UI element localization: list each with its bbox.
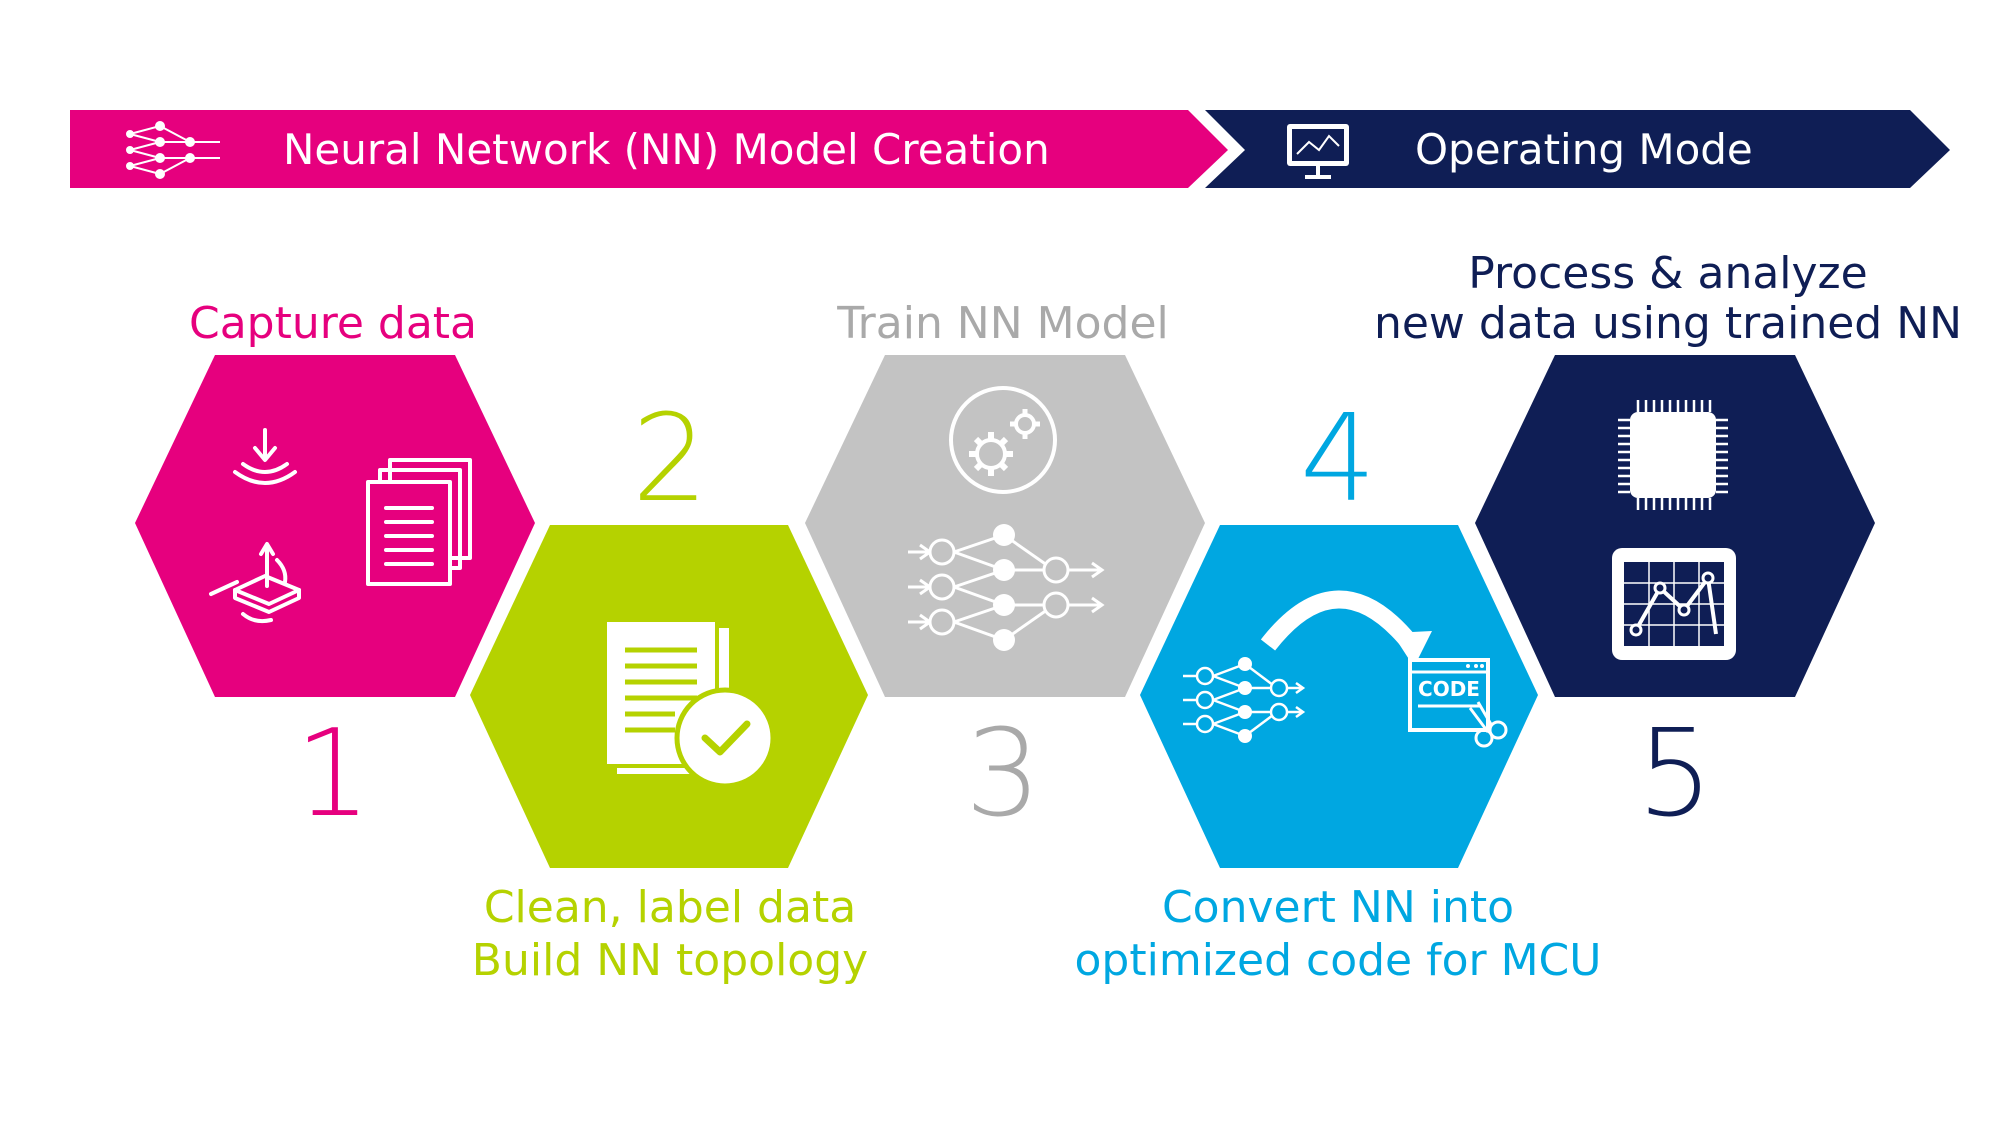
neural-network-icon — [908, 524, 1105, 651]
step-2-label-line-1: Clean, label data — [484, 882, 856, 933]
phase-operating-banner — [1205, 110, 1950, 188]
chart-icon — [1612, 548, 1736, 660]
step-5-label-line-2: new data using trained NN — [1374, 298, 1962, 349]
step-5-hexagon — [1475, 355, 1875, 697]
step-1-number: 1 — [295, 705, 371, 844]
neural-network-icon — [1183, 657, 1306, 743]
step-2-number: 2 — [632, 390, 708, 529]
curved-arrow-icon — [1260, 590, 1432, 667]
step-4-label-line-1: Convert NN into — [1162, 882, 1514, 933]
step-5-number: 5 — [1637, 705, 1713, 844]
svg-text:CODE: CODE — [1418, 677, 1480, 701]
phase-creation-label: Neural Network (NN) Model Creation — [283, 125, 1050, 174]
step-2-label-line-2: Build NN topology — [472, 935, 868, 986]
code-window-icon: CODE — [1408, 658, 1508, 748]
phase-operating-label: Operating Mode — [1415, 125, 1753, 174]
phase-creation-banner — [70, 110, 1228, 188]
motion-sensor-icon — [209, 542, 301, 624]
step-4-hexagon — [1140, 525, 1538, 868]
sensor-download-icon — [233, 428, 297, 485]
step-1-hexagon — [135, 355, 535, 697]
monitor-chart-icon — [1287, 124, 1349, 179]
step-4-label-line-2: optimized code for MCU — [1075, 935, 1602, 986]
document-check-icon — [603, 618, 776, 789]
step-5-label-line-1: Process & analyze — [1468, 248, 1867, 299]
step-4-number: 4 — [1300, 390, 1376, 529]
step-3-label: Train NN Model — [836, 298, 1168, 349]
neural-network-icon — [126, 121, 220, 179]
step-3-number: 3 — [965, 705, 1041, 844]
gears-icon — [949, 386, 1057, 494]
step-1-label: Capture data — [189, 298, 477, 349]
documents-icon — [366, 458, 472, 586]
microchip-icon — [1618, 400, 1728, 510]
